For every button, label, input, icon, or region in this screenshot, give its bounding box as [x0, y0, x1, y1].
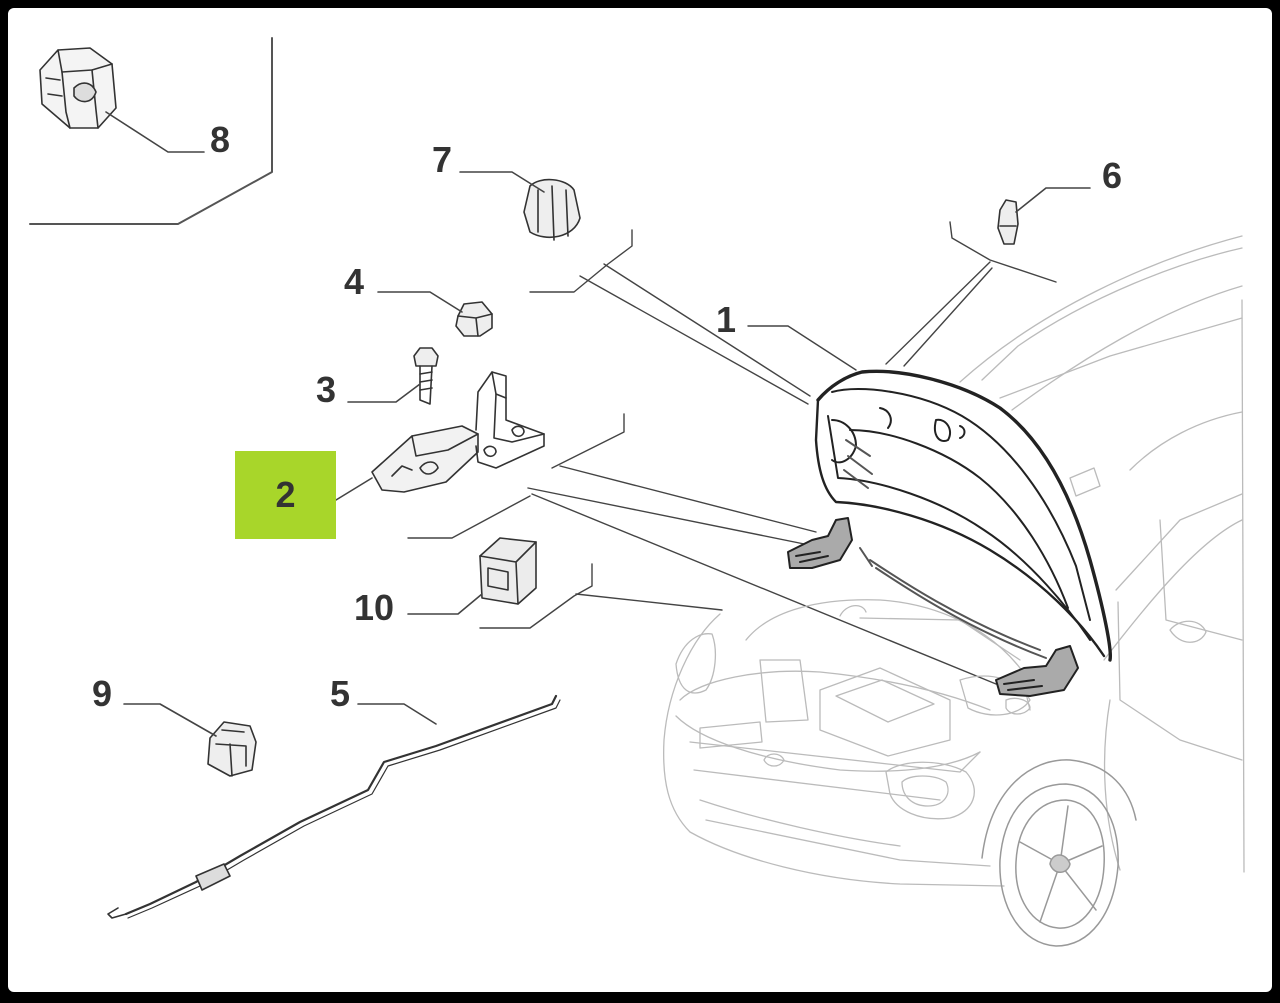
callout-1: 1 [716, 299, 737, 340]
part-1-bonnet-panel-icon [814, 369, 1112, 662]
parts-diagram-sheet: 1 2 3 4 5 6 7 8 9 10 [8, 8, 1272, 992]
assembly-leaders [407, 221, 1057, 685]
leader-3 [347, 383, 421, 403]
callout-4: 4 [344, 261, 365, 302]
leader-10 [407, 593, 483, 615]
callout-8: 8 [210, 119, 231, 160]
part-6-rubber-stop-icon [997, 199, 1019, 245]
callout-10: 10 [354, 587, 395, 628]
part-4-hinge-nut-icon [455, 301, 493, 337]
leader-4 [377, 291, 463, 313]
leader-7 [459, 171, 545, 193]
leader-9 [123, 703, 217, 737]
front-wheel-icon [981, 759, 1137, 947]
callout-9: 9 [92, 673, 113, 714]
leader-6 [1015, 187, 1091, 213]
part-10-latch-block-icon [479, 537, 537, 605]
installed-hinge-left-icon [787, 517, 853, 569]
callout-2-highlighted-badge: 2 [235, 451, 336, 539]
callout-5: 5 [330, 673, 351, 714]
part-2-bonnet-hinge-icon [371, 371, 545, 493]
leader-5 [357, 703, 437, 725]
inset-frame [29, 37, 273, 225]
callout-2: 2 [275, 474, 296, 515]
car-body-outline-icon [663, 235, 1245, 887]
leader-2 [335, 477, 373, 501]
part-9-cable-clip-icon [207, 721, 257, 777]
exploded-view-drawing [29, 37, 1245, 947]
callout-7: 7 [432, 139, 453, 180]
installed-hinge-right-icon [995, 645, 1079, 697]
callout-3: 3 [316, 369, 337, 410]
part-5-release-cable-icon [107, 694, 561, 919]
part-7-bump-stop-icon [523, 178, 581, 241]
bonnet-strut-icon [859, 547, 1047, 659]
callout-6: 6 [1102, 155, 1123, 196]
part-3-hinge-bolt-icon [413, 347, 439, 405]
leader-8 [105, 111, 205, 153]
part-8-clip-icon [39, 47, 117, 129]
